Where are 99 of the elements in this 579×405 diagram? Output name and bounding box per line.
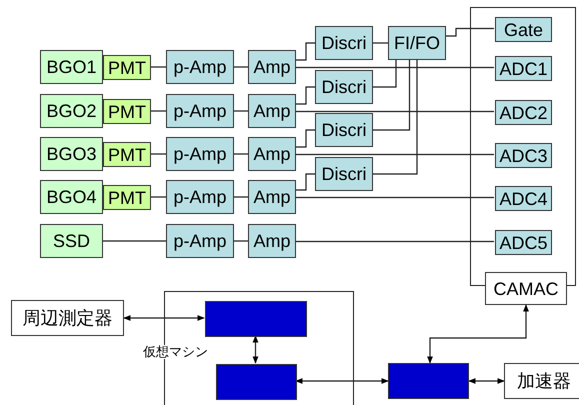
computer-box [388,363,469,399]
signal-line [296,240,494,242]
module-box [166,50,234,84]
node-label: CAMAC [493,280,558,298]
node-label: Amp [253,102,290,120]
detector-box [40,94,103,128]
node-label: BGO4 [46,188,97,206]
signal-line [296,129,315,148]
module-box [388,26,446,60]
module-box [248,50,296,84]
node-label: Amp [253,58,290,76]
node-label: ADC4 [499,190,548,208]
signal-line [296,66,494,68]
node-label: BGO1 [46,58,97,76]
detector-box [40,224,103,258]
signal-line [296,42,315,61]
module-box [166,94,234,128]
node-label: ADC2 [499,104,548,122]
node-label: PMT [108,58,146,76]
module-box [315,26,373,60]
detector-box [40,50,103,84]
node-label: p-Amp [173,102,226,120]
node-label: FI/FO [394,34,440,52]
arrow [468,378,505,384]
signal-line [151,66,166,68]
pmt-box [103,99,151,124]
node-label: Discri [322,78,366,96]
node-label: SSD [52,232,90,250]
arrow [123,315,205,321]
signal-line [296,110,494,112]
arrow [427,304,529,364]
node-label: Discri [322,121,366,139]
computer-box [216,364,297,400]
module-box [315,157,373,191]
node-label: Amp [253,145,290,163]
node-label: ADC1 [499,60,548,78]
signal-line [234,66,248,68]
device-box [504,363,579,399]
pmt-box [103,142,151,167]
module-box [248,180,296,214]
module-box [166,224,234,258]
arrow [295,378,389,384]
node-label: BGO3 [46,145,97,163]
module-box [315,113,373,147]
node-label: 周辺測定器 [22,309,112,327]
detector-box [40,180,103,214]
node-label: Discri [322,165,366,183]
node-label: ADC3 [499,146,548,164]
detector-box [40,137,103,171]
signal-line [373,60,418,175]
signal-line [296,86,315,105]
module-box [248,94,296,128]
signal-line [103,240,166,242]
pmt-box [103,55,151,80]
module-box [495,186,552,211]
module-box [315,70,373,104]
signal-line [373,60,397,88]
signal-line [373,60,410,131]
module-box [495,100,552,125]
node-label: PMT [108,146,146,164]
signal-line [234,196,248,198]
node-label: p-Amp [173,58,226,76]
signal-line [234,153,248,155]
device-box [485,272,567,305]
module-box [166,137,234,171]
node-label: Gate [504,20,544,38]
signal-line [151,196,166,198]
node-label: Amp [253,232,290,250]
signal-line [373,42,388,44]
signal-line [296,196,494,198]
arrow [252,335,258,364]
pmt-box [103,185,151,210]
device-box [11,300,124,336]
module-box [495,17,552,42]
node-label: BGO2 [46,102,97,120]
signal-line [151,153,166,155]
module-box [166,180,234,214]
signal-line [234,110,248,112]
node-label: ADC5 [499,234,548,252]
signal-line [234,240,248,242]
module-box [495,56,552,81]
node-label: PMT [108,102,146,120]
module-box [248,137,296,171]
node-label: p-Amp [173,145,226,163]
signal-line [296,173,315,191]
node-label: PMT [108,188,146,206]
module-box [495,230,552,255]
signal-line [446,28,494,37]
computer-box [205,301,307,337]
node-label: p-Amp [173,232,226,250]
node-label: Discri [322,34,366,52]
group-label: 仮想マシン [143,345,208,360]
signal-line [151,110,166,112]
node-label: Amp [253,188,290,206]
signal-line [296,154,494,156]
module-box [495,143,552,168]
node-label: p-Amp [173,188,226,206]
module-box [248,224,296,258]
node-label: 加速器 [517,372,571,390]
